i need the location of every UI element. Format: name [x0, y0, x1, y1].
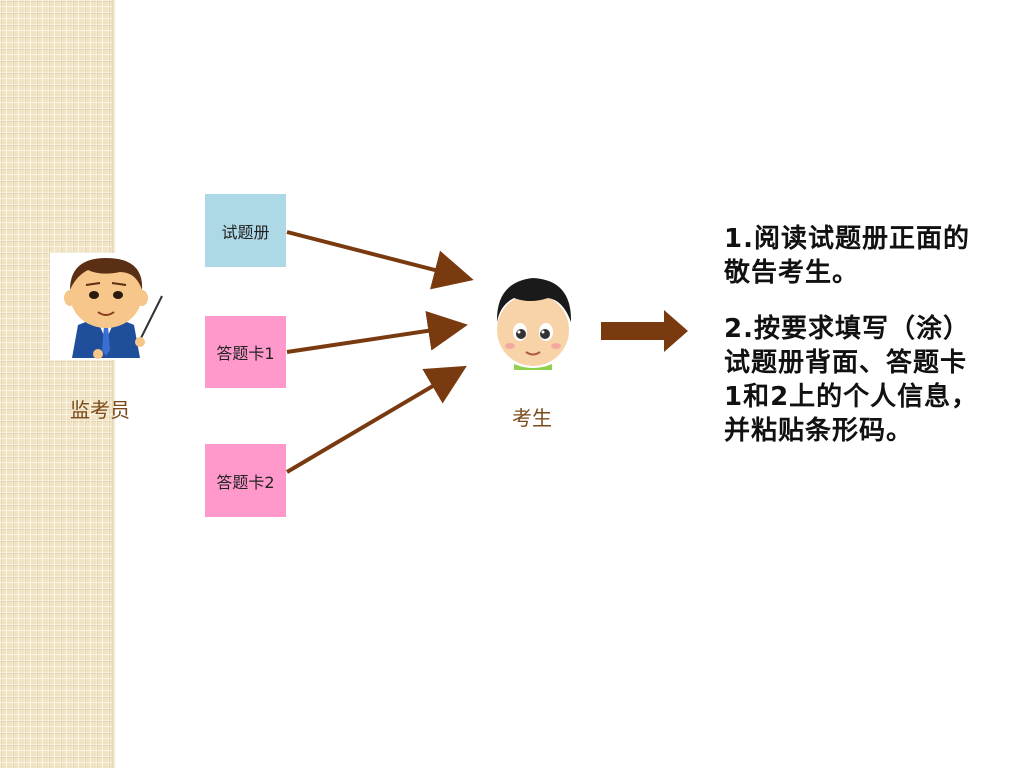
- proctor-label: 监考员: [70, 398, 130, 422]
- student-figure: [496, 278, 572, 370]
- decorative-side-edge: [112, 0, 116, 768]
- student-label: 考生: [512, 406, 552, 430]
- answer-card-1-label: 答题卡1: [216, 344, 275, 363]
- arrow-card2-to-student: [285, 365, 467, 474]
- instruction-step-1: 1.阅读试题册正面的敬告考生。: [724, 224, 970, 288]
- proctor-figure: [50, 253, 163, 360]
- answer-card-2-label: 答题卡2: [216, 472, 275, 492]
- answer-card-1-box: 答题卡1: [205, 316, 286, 388]
- block-arrow-right: [601, 310, 688, 352]
- instructions-panel: 1.阅读试题册正面的敬告考生。 2.按要求填写（涂）试题册背面、答题卡1和2上的…: [724, 222, 984, 470]
- exam-booklet-label: 试题册: [221, 222, 270, 242]
- decorative-side-pattern: [0, 0, 112, 768]
- answer-card-2-box: 答题卡2: [205, 444, 286, 517]
- arrow-card1-to-student: [286, 310, 468, 354]
- instruction-step-2: 2.按要求填写（涂）试题册背面、答题卡1和2上的个人信息，并粘贴条形码。: [724, 314, 979, 446]
- exam-booklet-box: 试题册: [205, 194, 286, 267]
- arrow-booklet-to-student: [286, 230, 474, 290]
